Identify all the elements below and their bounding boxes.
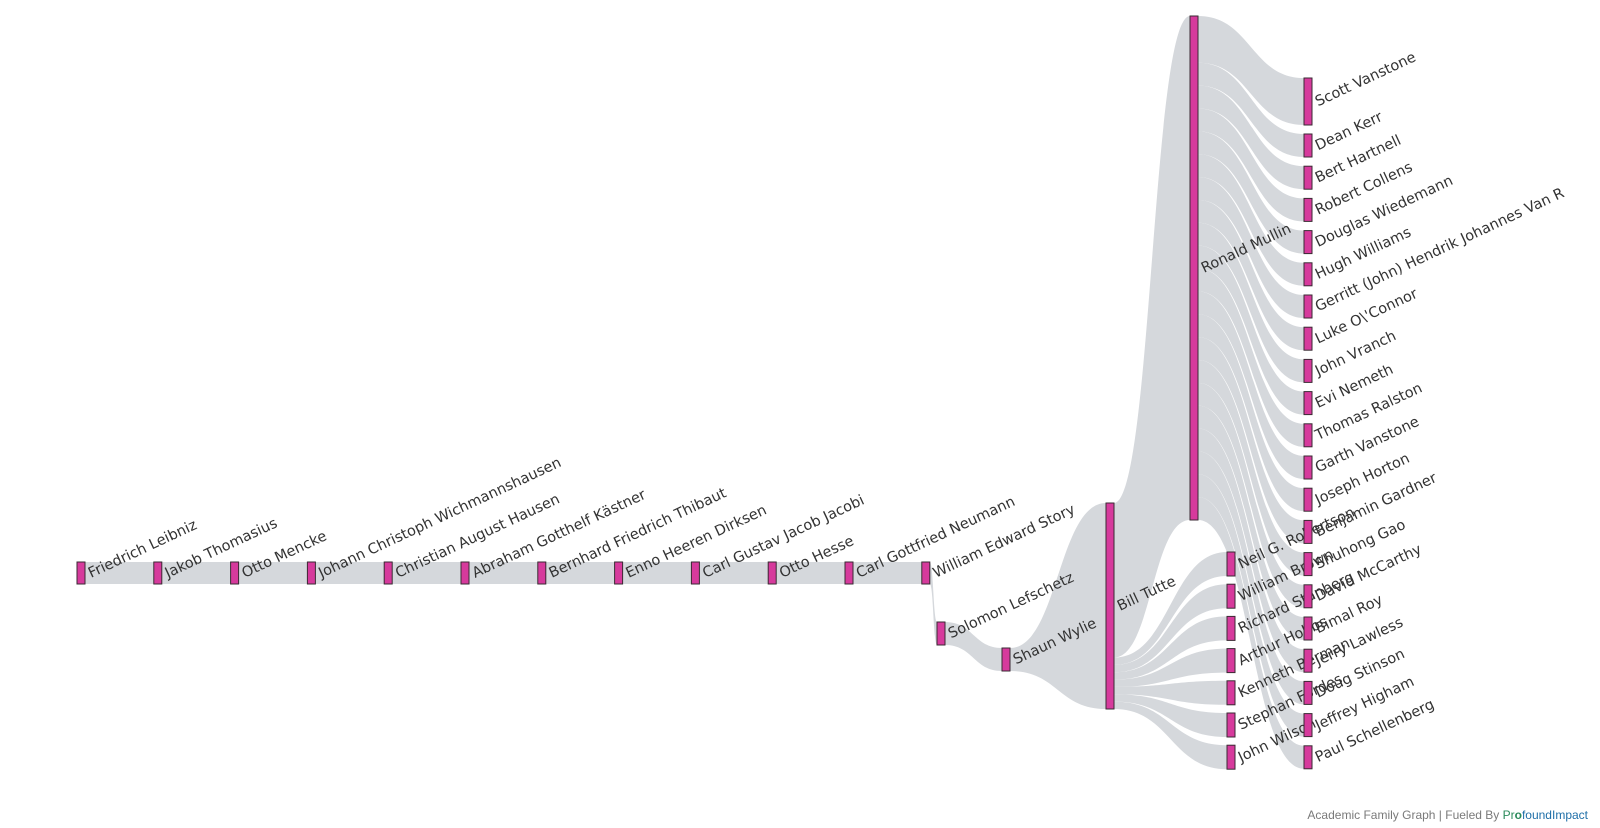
- node-bar-hwilliams[interactable]: [1303, 262, 1313, 287]
- link-jacobi-hesse: [699, 562, 769, 584]
- node-bar-roy[interactable]: [1303, 616, 1313, 641]
- node-bar-hobbs[interactable]: [1226, 648, 1236, 674]
- footer-credit: Academic Family Graph | Fueled By Profou…: [1307, 808, 1588, 822]
- node-bar-thibaut[interactable]: [537, 561, 547, 585]
- link-tutte-wilson: [1114, 701, 1227, 770]
- brand-suffix: foundImpact: [1521, 808, 1588, 822]
- link-mullin-kerr: [1198, 62, 1304, 157]
- link-mullin-stinson: [1198, 451, 1304, 705]
- link-mullin-higham: [1198, 474, 1304, 737]
- link-lefschetz-wylie: [945, 622, 1002, 671]
- link-mullin-mccarthy: [1198, 382, 1304, 608]
- node-bar-ralston[interactable]: [1303, 423, 1313, 448]
- node-bar-dirksen[interactable]: [614, 561, 624, 585]
- link-neumann-story: [853, 562, 922, 584]
- link-mullin-oconnor: [1198, 199, 1304, 351]
- link-mullin-vanr: [1198, 177, 1304, 318]
- link-hausen-kaestner: [392, 562, 461, 584]
- node-bar-mencke[interactable]: [230, 561, 240, 585]
- node-bar-wilson[interactable]: [1226, 744, 1236, 770]
- link-story-lefschetz: [929, 562, 937, 645]
- link-wylie-tutte: [1010, 503, 1106, 709]
- link-wichmannshausen-hausen: [315, 562, 385, 584]
- node-bar-nemeth[interactable]: [1303, 391, 1313, 416]
- node-bar-collens[interactable]: [1303, 197, 1313, 222]
- node-bar-leibniz[interactable]: [76, 561, 86, 585]
- node-bar-gardner[interactable]: [1303, 519, 1313, 544]
- link-mullin-collens: [1198, 108, 1304, 222]
- node-bar-stanton[interactable]: [1226, 615, 1236, 641]
- link-mullin-roy: [1198, 405, 1304, 640]
- footer-text: Academic Family Graph | Fueled By: [1307, 808, 1503, 822]
- link-mullin-svanstone: [1198, 16, 1304, 125]
- node-bar-kerr[interactable]: [1303, 133, 1313, 158]
- node-bar-vranch[interactable]: [1303, 358, 1313, 383]
- node-bar-jacobi[interactable]: [690, 561, 700, 585]
- links-layer: [85, 16, 1304, 770]
- link-hesse-neumann: [776, 562, 845, 584]
- node-bar-stinson[interactable]: [1303, 680, 1313, 705]
- link-leibniz-thomasius: [85, 562, 154, 584]
- node-bar-robertson[interactable]: [1226, 551, 1236, 577]
- link-thibaut-dirksen: [545, 562, 615, 584]
- node-bar-kaestner[interactable]: [460, 561, 470, 585]
- link-dirksen-jacobi: [622, 562, 692, 584]
- node-bar-berman[interactable]: [1226, 680, 1236, 706]
- node-bar-vanr[interactable]: [1303, 294, 1313, 319]
- node-bar-wiedemann[interactable]: [1303, 230, 1313, 255]
- link-mencke-wichmannshausen: [238, 562, 308, 584]
- node-bar-lefschetz[interactable]: [936, 621, 946, 646]
- node-bar-higham[interactable]: [1303, 713, 1313, 738]
- link-mullin-gao: [1198, 359, 1304, 576]
- link-tutte-robertson: [1114, 552, 1227, 665]
- link-tutte-hobbs: [1114, 648, 1227, 687]
- link-mullin-wiedemann: [1198, 131, 1304, 254]
- brand-o: o: [1514, 808, 1522, 822]
- node-bar-mullin[interactable]: [1189, 15, 1199, 521]
- link-mullin-gvanstone: [1198, 291, 1304, 479]
- node-bar-neumann[interactable]: [844, 561, 854, 585]
- node-bar-oconnor[interactable]: [1303, 326, 1313, 351]
- node-bar-hausen[interactable]: [383, 561, 393, 585]
- node-bar-lawless[interactable]: [1303, 648, 1313, 673]
- node-bar-gvanstone[interactable]: [1303, 455, 1313, 480]
- link-tutte-wbrown: [1114, 584, 1227, 673]
- node-bar-tutte[interactable]: [1105, 502, 1115, 710]
- node-bar-hartnell[interactable]: [1303, 165, 1313, 190]
- link-thomasius-mencke: [161, 562, 231, 584]
- link-mullin-gardner: [1198, 337, 1304, 544]
- node-svanstone[interactable]: Scott Vanstone: [1303, 49, 1419, 126]
- node-bar-thomasius[interactable]: [153, 561, 163, 585]
- link-mullin-nemeth: [1198, 245, 1304, 415]
- link-kaestner-thibaut: [469, 562, 538, 584]
- link-tutte-fordes: [1114, 694, 1227, 737]
- brand-prefix: Pr: [1502, 808, 1515, 822]
- node-bar-wbrown[interactable]: [1226, 583, 1236, 609]
- node-label-svanstone: Scott Vanstone: [1313, 49, 1419, 110]
- node-bar-gao[interactable]: [1303, 552, 1313, 577]
- link-mullin-vranch: [1198, 222, 1304, 383]
- node-bar-wylie[interactable]: [1001, 647, 1011, 672]
- link-mullin-ralston: [1198, 268, 1304, 447]
- link-tutte-berman: [1114, 680, 1227, 705]
- node-bar-fordes[interactable]: [1226, 712, 1236, 738]
- link-mullin-hartnell: [1198, 85, 1304, 190]
- link-mullin-horton: [1198, 314, 1304, 512]
- node-bar-svanstone[interactable]: [1303, 77, 1313, 126]
- link-mullin-schellenberg: [1198, 497, 1304, 769]
- node-bar-schellenberg[interactable]: [1303, 745, 1313, 770]
- link-tutte-stanton: [1114, 616, 1227, 680]
- link-mullin-hwilliams: [1198, 154, 1304, 286]
- link-mullin-lawless: [1198, 428, 1304, 673]
- node-bar-story[interactable]: [921, 561, 931, 585]
- profoundimpact-link[interactable]: ProfoundImpact: [1503, 808, 1588, 822]
- node-bar-mccarthy[interactable]: [1303, 584, 1313, 609]
- node-bar-horton[interactable]: [1303, 487, 1313, 512]
- link-tutte-mullin: [1114, 16, 1190, 658]
- node-bar-hesse[interactable]: [767, 561, 777, 585]
- node-bar-wichmannshausen[interactable]: [306, 561, 316, 585]
